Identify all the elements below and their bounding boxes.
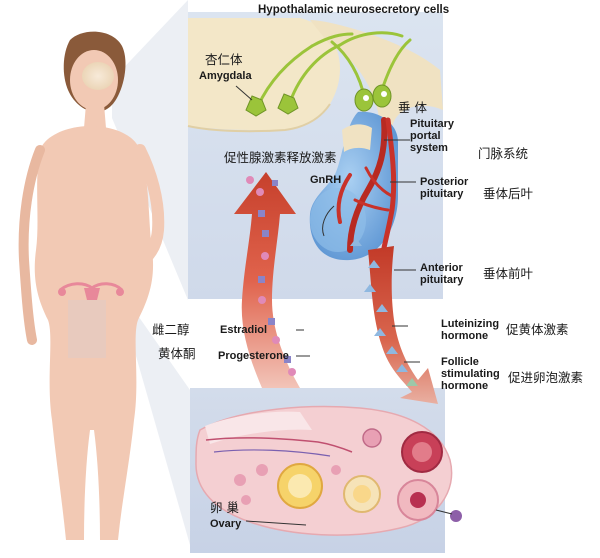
brain-tissue-icon [188, 18, 340, 130]
hormone-particles [246, 176, 418, 386]
censor-block [68, 300, 106, 358]
ovary-icon [195, 405, 453, 536]
portal-vessels-icon [336, 117, 397, 261]
gnrh-en-label: GnRH [310, 174, 342, 186]
anterior-pituitary-label: Anterior pituitary [420, 262, 464, 286]
amygdala-cn-label: 杏仁体 [205, 52, 243, 67]
estradiol-en-label: Estradiol [220, 324, 268, 336]
pituitary-cn-label: 垂 体 [398, 100, 427, 115]
posterior-pituitary-label: Posterior pituitary [420, 176, 469, 200]
progesterone-cn-label: 黄体酮 [158, 346, 196, 361]
zoom-wedge-bottom [120, 290, 190, 545]
human-figure-icon [18, 31, 165, 540]
top-title: Hypothalamic neurosecretory cells [258, 4, 450, 16]
posterior-cn-label: 垂体后叶 [483, 186, 534, 201]
fsh-cn-label: 促进卵泡激素 [508, 370, 584, 385]
progesterone-en-label: Progesterone [218, 350, 289, 362]
pituitary-portal-label: Pituitary portal system [410, 118, 455, 154]
zoom-wedge-top [112, 0, 188, 300]
ovary-cn-label: 卵 巢 [210, 500, 239, 515]
follicle-icon [234, 428, 462, 522]
anterior-cn-label: 垂体前叶 [483, 266, 534, 281]
gnrh-arrow [234, 172, 300, 388]
pituitary-hormone-arrow [368, 246, 438, 404]
portal-cn-label: 门脉系统 [478, 146, 529, 161]
lh-cn-label: 促黄体激素 [506, 322, 569, 337]
ovary-en-label: Ovary [210, 518, 242, 530]
gnrh-cn-label: 促性腺激素释放激素 [224, 150, 337, 165]
fsh-label: Follicle stimulating hormone [441, 356, 500, 392]
estradiol-cn-label: 雌二醇 [152, 322, 190, 337]
lh-label: Luteinizing hormone [441, 318, 500, 342]
amygdala-en-label: Amygdala [199, 70, 252, 82]
